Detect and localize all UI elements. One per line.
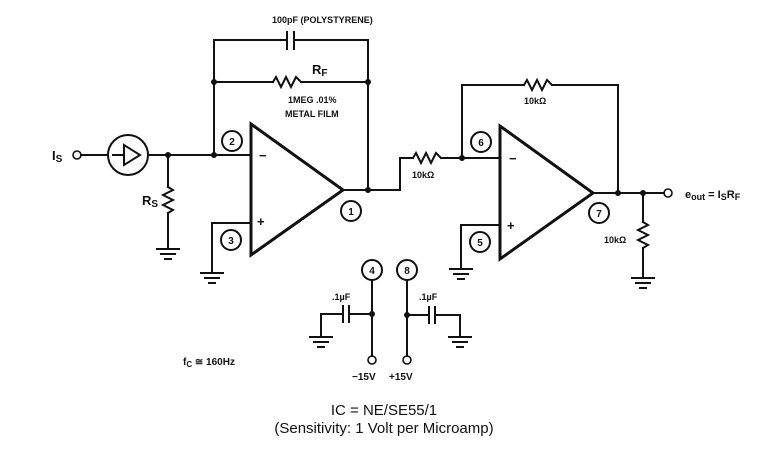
ground-icon [631, 277, 655, 289]
pin-label: 5 [477, 238, 483, 249]
capacitor-icon [286, 31, 295, 50]
pos-supply-label: +15V [389, 372, 413, 383]
feedback2-resistor-label: 10kΩ [524, 96, 546, 106]
ground-icon [156, 248, 180, 260]
pos-supply-terminal [402, 355, 412, 365]
feedback-cap-label: 100pF (POLYSTYRENE) [272, 15, 373, 25]
opamp2-minus: − [509, 151, 517, 166]
pos-cap-label: .1µF [419, 292, 438, 302]
resistor-load [635, 220, 651, 250]
pin-badge [588, 202, 610, 224]
pin-badge [340, 200, 362, 222]
neg-supply-terminal [367, 355, 377, 365]
coupling-resistor-label: 10kΩ [412, 170, 434, 180]
ground-icon [448, 336, 472, 348]
resistor-rf [271, 74, 303, 90]
cutoff-label: fC ≅ 160Hz [183, 357, 235, 369]
load-resistor-label: 10kΩ [604, 235, 626, 245]
opamp2-icon [498, 123, 596, 262]
rf-label: RF [312, 62, 328, 79]
rf-value: 1MEG .01% [288, 95, 337, 105]
ic-title: IC = NE/SE55/1 [331, 402, 437, 419]
junction [615, 190, 621, 196]
pin-badge [221, 130, 243, 152]
opamp2-plus: + [507, 218, 515, 233]
current-source-icon [107, 134, 149, 176]
neg-cap-label: .1µF [332, 292, 351, 302]
rs-label: RS [142, 193, 158, 210]
resistor-coupling [411, 150, 443, 166]
input-terminal [72, 150, 82, 160]
opamp1-minus: − [259, 148, 267, 163]
junction [365, 187, 371, 193]
pin-label: 6 [478, 138, 484, 149]
pin-label: 7 [596, 209, 602, 220]
ic-subtitle: (Sensitivity: 1 Volt per Microamp) [274, 420, 493, 437]
opamp1-icon [249, 121, 346, 258]
ground-icon [200, 272, 224, 284]
pin-label: 4 [369, 266, 375, 277]
pin-badge [220, 229, 242, 251]
resistor-rs [160, 185, 176, 215]
output-terminal [663, 188, 673, 198]
input-label: IS [52, 148, 63, 165]
pin-label: 8 [404, 266, 410, 277]
output-label: eout = ISRF [685, 189, 741, 202]
pin-label: 3 [228, 236, 234, 247]
pin-label: 1 [348, 207, 354, 218]
neg-supply-label: −15V [352, 372, 376, 383]
pin-label: 2 [229, 137, 235, 148]
ground-icon [449, 268, 473, 280]
pin-badge [470, 131, 492, 153]
opamp1-plus: + [257, 214, 265, 229]
resistor-feedback2 [522, 77, 554, 93]
ground-icon [309, 336, 333, 348]
capacitor-icon [342, 305, 350, 323]
pin-badge [469, 231, 491, 253]
rf-type: METAL FILM [285, 109, 339, 119]
capacitor-icon [428, 306, 436, 324]
